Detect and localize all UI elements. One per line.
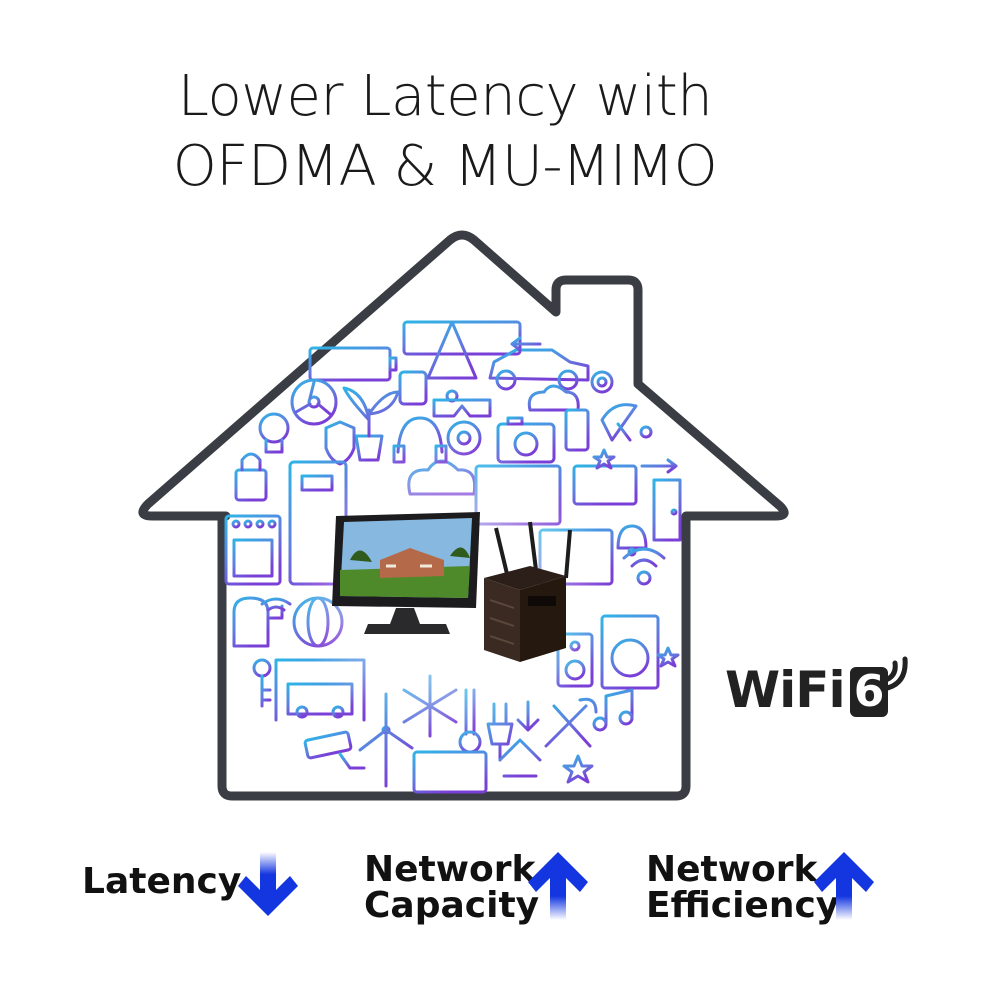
battery-icon bbox=[308, 320, 522, 382]
page-title: Lower Latency with OFDMA & MU-MIMO bbox=[0, 62, 890, 202]
fan-icon bbox=[290, 378, 338, 426]
metric-latency: Latency bbox=[82, 864, 241, 900]
title-line-1: Lower Latency with bbox=[177, 64, 713, 129]
arrow-up-icon bbox=[814, 852, 874, 920]
security-camera-icon bbox=[303, 730, 366, 770]
car-icon bbox=[488, 336, 590, 391]
phone-icon bbox=[564, 408, 590, 452]
washing-machine-icon bbox=[600, 614, 660, 690]
padlock-icon bbox=[234, 452, 268, 502]
wifi-signal-icon bbox=[260, 597, 292, 612]
metric-network-capacity: Network Capacity bbox=[364, 852, 539, 924]
satellite-dish-icon bbox=[600, 403, 653, 442]
metric-capacity-line2: Capacity bbox=[364, 885, 540, 926]
plant-icon bbox=[342, 386, 400, 462]
stove-icon bbox=[224, 514, 282, 586]
arrow-up-icon bbox=[528, 852, 588, 920]
recycle-icon bbox=[498, 738, 542, 778]
wifi-logo-badge: 6 bbox=[850, 667, 888, 717]
title-line-2: OFDMA & MU-MIMO bbox=[172, 134, 718, 199]
monitor-icon bbox=[332, 512, 480, 634]
radiator-icon bbox=[412, 750, 488, 794]
metric-latency-label: Latency bbox=[82, 861, 242, 902]
arrow-down-icon bbox=[238, 852, 298, 916]
wifi-logo-text: WiFi bbox=[725, 661, 846, 719]
music-icon bbox=[592, 688, 634, 732]
key-icon bbox=[252, 658, 272, 708]
wifi6-logo: WiFi 6 bbox=[725, 655, 925, 725]
wifi-waves-icon bbox=[880, 656, 908, 692]
house-outline bbox=[138, 230, 789, 801]
antenna-icon bbox=[622, 547, 666, 612]
glasses-icon bbox=[432, 398, 492, 418]
metric-efficiency-line2: Efficiency bbox=[646, 885, 840, 926]
router-icon bbox=[484, 521, 572, 662]
star-icon bbox=[562, 448, 680, 784]
metric-network-efficiency: Network Efficiency bbox=[646, 852, 839, 924]
lamp-icon bbox=[426, 320, 478, 403]
lightbulb-icon bbox=[258, 412, 290, 454]
shield-icon bbox=[324, 420, 356, 466]
door-icon bbox=[640, 458, 682, 542]
metric-efficiency-line1: Network bbox=[646, 849, 818, 890]
smartwatch-icon bbox=[398, 364, 428, 412]
wrench-icon bbox=[544, 697, 598, 748]
metric-capacity-line1: Network bbox=[364, 849, 536, 890]
